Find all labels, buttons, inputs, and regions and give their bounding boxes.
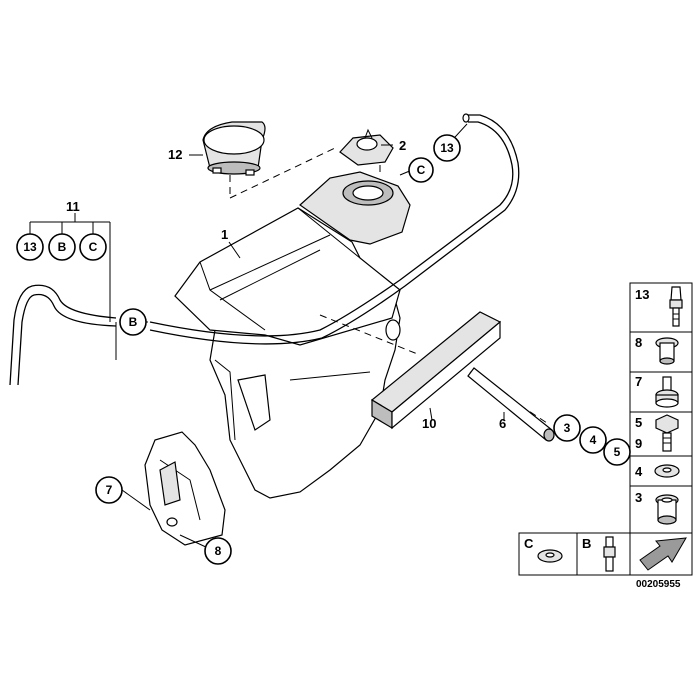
hose-b — [9, 284, 117, 386]
rod-6 — [467, 367, 555, 442]
hex-bolt-icon — [655, 414, 679, 452]
callout-4: 4 — [579, 426, 607, 454]
label-11: 11 — [66, 199, 80, 214]
legend-label-7: 7 — [635, 374, 642, 389]
reservoir-cap — [202, 121, 266, 176]
callout-13-hose-text: 13 — [440, 141, 454, 155]
callout-7-text: 7 — [106, 483, 113, 497]
filler-cap — [339, 128, 394, 166]
callout-5: 5 — [603, 438, 631, 466]
doc-number: 00205955 — [636, 579, 681, 590]
legend-label-4: 4 — [635, 464, 643, 479]
bolt-icon — [655, 376, 679, 408]
legend-label-5: 5 — [635, 415, 642, 430]
callout-c-cap: C — [408, 157, 434, 183]
callout-group-13: 13 — [16, 233, 44, 261]
legend-label-b: B — [582, 536, 591, 551]
part-labels: 1 2 6 10 11 12 — [66, 138, 506, 431]
hose-13 — [149, 113, 520, 345]
label-6: 6 — [499, 416, 506, 431]
legend-label-13: 13 — [635, 287, 649, 302]
label-12: 12 — [168, 147, 182, 162]
callout-b-hose-text: B — [129, 315, 138, 329]
label-10: 10 — [422, 416, 436, 431]
valve-icon — [669, 286, 683, 327]
callout-3-text: 3 — [564, 421, 571, 435]
washer-c-icon — [537, 549, 563, 563]
callout-3: 3 — [553, 414, 581, 442]
legend-label-8: 8 — [635, 335, 642, 350]
callout-8: 8 — [204, 537, 232, 565]
callout-group-c: C — [79, 233, 107, 261]
callout-13-hose: 13 — [433, 134, 461, 162]
callout-group-c-text: C — [89, 240, 98, 254]
callout-group-13-text: 13 — [23, 240, 37, 254]
rail-10 — [370, 311, 502, 430]
washer-icon — [654, 464, 680, 478]
legend-label-3: 3 — [635, 490, 642, 505]
label-1: 1 — [221, 227, 228, 242]
callout-8-text: 8 — [215, 544, 222, 558]
label-2: 2 — [399, 138, 406, 153]
bottom-legend: C B — [518, 532, 693, 576]
callout-5-text: 5 — [614, 445, 621, 459]
callout-group-b-text: B — [58, 240, 67, 254]
mounting-bracket — [144, 431, 226, 546]
connector-b-icon — [603, 536, 616, 572]
direction-arrow-icon — [629, 532, 693, 576]
grommet-icon — [655, 337, 679, 365]
callout-group-b: B — [48, 233, 76, 261]
callout-7: 7 — [95, 476, 123, 504]
callout-b-hose: B — [119, 308, 147, 336]
callout-4-text: 4 — [590, 433, 597, 447]
callout-c-cap-text: C — [417, 163, 426, 177]
rubber-mount-icon — [655, 494, 679, 525]
legend-panel: 13 8 7 5 9 — [629, 282, 693, 576]
legend-label-c: C — [524, 536, 534, 551]
legend-label-9: 9 — [635, 436, 642, 451]
